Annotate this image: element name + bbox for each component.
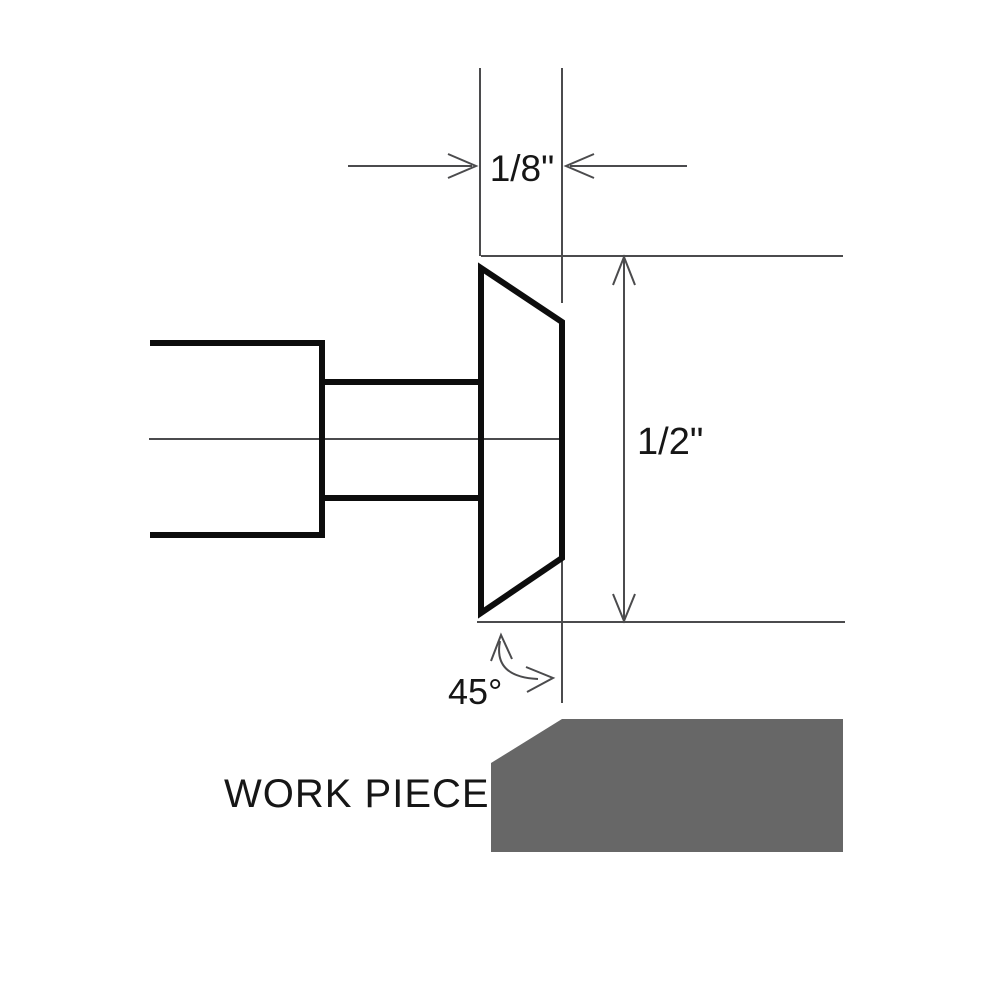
workpiece-shape (491, 719, 843, 852)
width-dimension-label: 1/8" (489, 148, 555, 189)
cutter-head-outline (478, 262, 565, 619)
angle-dim-arrowhead-up-icon (490, 632, 513, 662)
angle-dim-arrowhead-right-icon (525, 666, 556, 693)
height-dim-arrowhead-down-icon (612, 593, 636, 624)
width-dim-arrowhead-left-icon (447, 153, 479, 179)
angle-dim-arc (498, 640, 539, 680)
dimension-lines-group (149, 68, 845, 703)
width-dim-arrowhead-right-icon (563, 153, 595, 179)
tool-outline-group (150, 262, 565, 619)
angle-dimension-label: 45° (448, 671, 503, 712)
workpiece-label: WORK PIECE (224, 772, 490, 816)
height-dim-arrowhead-up-icon (612, 254, 636, 286)
height-dimension-label: 1/2" (637, 421, 704, 463)
